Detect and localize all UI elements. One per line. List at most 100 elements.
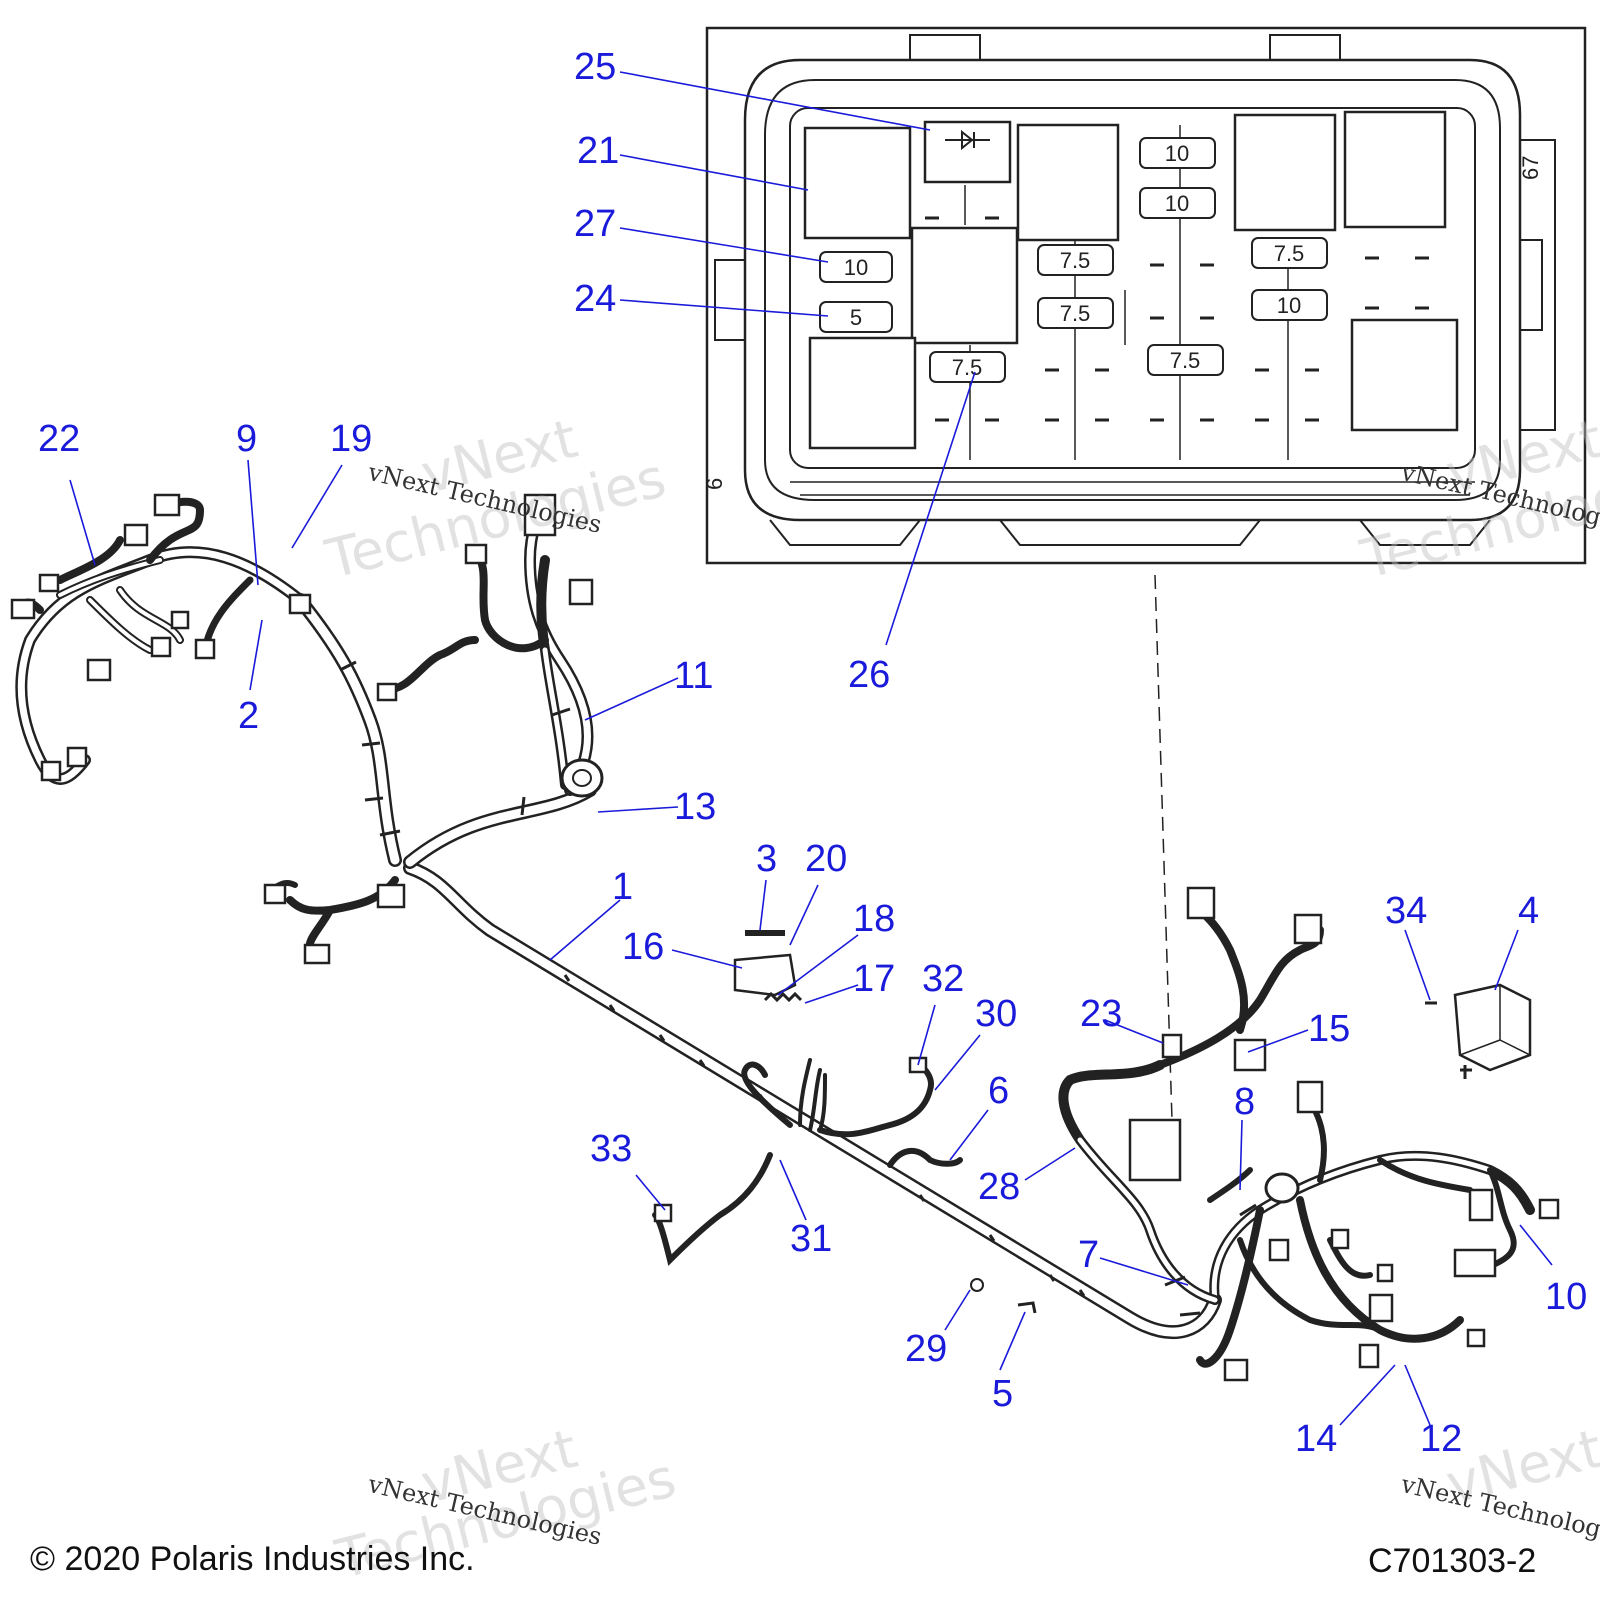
fuse-rating: 7.5 [1060,301,1091,326]
leader-19 [291,464,343,549]
fuse [1037,297,1114,329]
connector [1453,1248,1497,1278]
housing-tab [909,34,981,61]
connector [1330,1228,1350,1250]
relay [803,126,912,240]
relay [910,226,1019,345]
fuse-rating: 7.5 [1170,348,1201,373]
copyright-text: © 2020 Polaris Industries Inc. [30,1540,475,1578]
figure-code: C701303-2 [1368,1542,1537,1580]
callout-11: 11 [674,655,714,697]
connector [170,610,190,630]
fuse [819,301,893,333]
leader-33 [635,1174,666,1211]
fuse-box-cavity [789,107,1476,469]
part-34-screw [1425,1001,1472,1079]
connector [1186,886,1216,920]
leader-12 [1404,1364,1431,1426]
housing-mark: 67 [1518,156,1543,180]
leader-20 [789,884,819,946]
fuse-rating: 7.5 [1060,248,1091,273]
housing-side-clip [1519,239,1543,331]
grommet [1264,1172,1300,1204]
fuse [1251,289,1328,321]
callout-3: 3 [756,838,778,880]
callout-21: 21 [577,130,620,172]
leader-3 [759,879,767,931]
callout-27: 27 [574,203,617,245]
callout-25: 25 [574,46,617,88]
leader-1 [549,899,621,961]
fuse [929,351,1006,383]
fuse-rating: 10 [1165,191,1189,216]
connector [1358,1343,1380,1369]
callout-2: 2 [238,695,260,737]
callout-14: 14 [1295,1418,1338,1460]
connector [1466,1328,1486,1348]
callout-8: 8 [1234,1081,1256,1123]
leader-11 [584,677,679,721]
fuse [819,251,893,283]
fuse-box-inset: 10 10 10 5 7.5 7.5 7.5 7.5 7.5 10 [702,26,1587,565]
connector [123,523,149,547]
leader-23 [1104,1019,1164,1044]
callout-17: 17 [853,958,896,1000]
connector [303,943,331,965]
fuse-rating: 7.5 [1274,241,1305,266]
housing-side-bracket [1520,139,1556,431]
leader-8 [1239,1119,1243,1191]
connector [10,598,36,620]
leader-9 [247,459,259,586]
leader-30 [934,1034,981,1091]
connector [153,493,181,517]
housing-side-bracket-left [714,259,745,341]
callout-31: 31 [790,1218,833,1260]
connector [1268,1238,1290,1262]
housing-feet [769,519,1491,546]
connector [288,593,312,615]
housing-mark: 6 [702,478,727,490]
fuse-boxes: 10 10 10 5 7.5 7.5 7.5 7.5 7.5 10 [819,137,1328,383]
relay [1233,113,1337,232]
connector [464,543,488,565]
fuse [1139,187,1216,219]
fuse [1139,137,1216,169]
leader-21 [619,154,809,191]
part-4-fuse-box [1453,983,1532,1072]
callout-15: 15 [1308,1008,1351,1050]
diode [923,120,1012,184]
leader-18 [777,934,859,996]
fuse-rating: 5 [850,305,862,330]
diode-symbol [945,129,990,151]
connector [1293,913,1323,945]
callout-6: 6 [988,1070,1010,1112]
connector [263,883,287,905]
connector [1223,1358,1249,1382]
leader-32 [917,1004,936,1066]
leader-lines [69,71,1553,1426]
connector [194,638,216,660]
leader-4 [1494,929,1519,991]
leader-10 [1519,1224,1553,1266]
trunk-ties [339,660,1257,1317]
part-17-spring [763,991,803,1003]
callout-30: 30 [975,993,1018,1035]
callout-20: 20 [805,838,848,880]
callout-28: 28 [978,1166,1021,1208]
connector [523,493,557,537]
callout-9: 9 [236,418,258,460]
relay [1350,318,1459,432]
connector [1296,1080,1324,1114]
fuse-rating: 10 [844,255,868,280]
connector [150,636,172,658]
callout-12: 12 [1420,1418,1463,1460]
callout-26: 26 [848,654,891,696]
grommet [560,758,604,798]
leader-31 [779,1159,807,1221]
callout-7: 7 [1078,1234,1100,1276]
connector [1468,1188,1494,1222]
callout-24: 24 [574,278,617,320]
connector [376,883,406,909]
connector [86,658,112,682]
